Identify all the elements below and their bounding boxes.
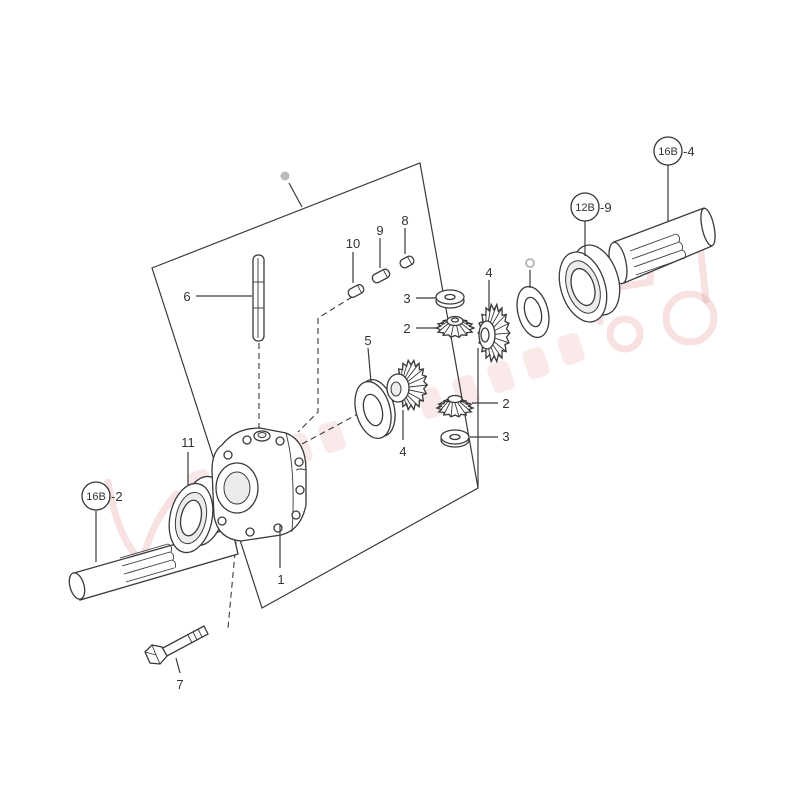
callout-leaders: [175, 228, 498, 674]
washer-marker-dot: [525, 258, 535, 268]
bracket-marker-dot: [280, 171, 290, 181]
callout-6: 6: [183, 289, 190, 304]
right-axle-shaft: [608, 207, 716, 285]
callout-4-left: 4: [399, 444, 406, 459]
side-gear-left: [386, 358, 429, 412]
callout-1: 1: [277, 572, 284, 587]
ref-suffix: -2: [111, 489, 123, 504]
callout-7: 7: [176, 677, 183, 692]
ref-code: 16B: [86, 491, 106, 503]
ref-suffix: -9: [600, 200, 612, 215]
ref-callout-16b-2: 16B -2: [81, 481, 123, 562]
guide-lines: [227, 296, 479, 629]
callout-10: 10: [346, 236, 360, 251]
callout-3-upper: 3: [403, 291, 410, 306]
ref-code: 16B: [658, 146, 678, 158]
pinion-shaft: [252, 254, 265, 342]
callout-2-upper: 2: [403, 321, 410, 336]
ref-suffix: -4: [683, 144, 695, 159]
differential-case: [211, 427, 307, 542]
pin-8: [399, 255, 415, 269]
bearing-11: [168, 475, 226, 554]
pin-10: [347, 284, 365, 298]
bearing-12b-9: [558, 244, 621, 323]
callout-2-lower: 2: [502, 396, 509, 411]
right-thrust-washer: [516, 285, 550, 339]
pin-9: [371, 268, 391, 284]
thrust-washer-5: [354, 378, 396, 440]
pinion-washer-upper: [435, 289, 465, 309]
callout-9: 9: [376, 223, 383, 238]
callout-5: 5: [364, 333, 371, 348]
pinion-washer-lower: [440, 429, 470, 448]
callout-11: 11: [181, 435, 195, 450]
pinion-gear-lower: [435, 394, 475, 418]
callout-3-lower: 3: [502, 429, 509, 444]
callout-4-right: 4: [485, 265, 492, 280]
ref-callout-12b-9: 12B -9: [570, 192, 612, 256]
callout-8: 8: [401, 213, 408, 228]
ref-callout-16b-4: 16B -4: [653, 136, 695, 222]
case-bolt-holes: [217, 435, 305, 537]
pinion-gear-upper: [434, 315, 476, 339]
ref-code: 12B: [575, 202, 595, 214]
side-gear-right: [477, 302, 511, 364]
bolt-7: [144, 625, 209, 665]
bracket-leader: [288, 182, 303, 208]
